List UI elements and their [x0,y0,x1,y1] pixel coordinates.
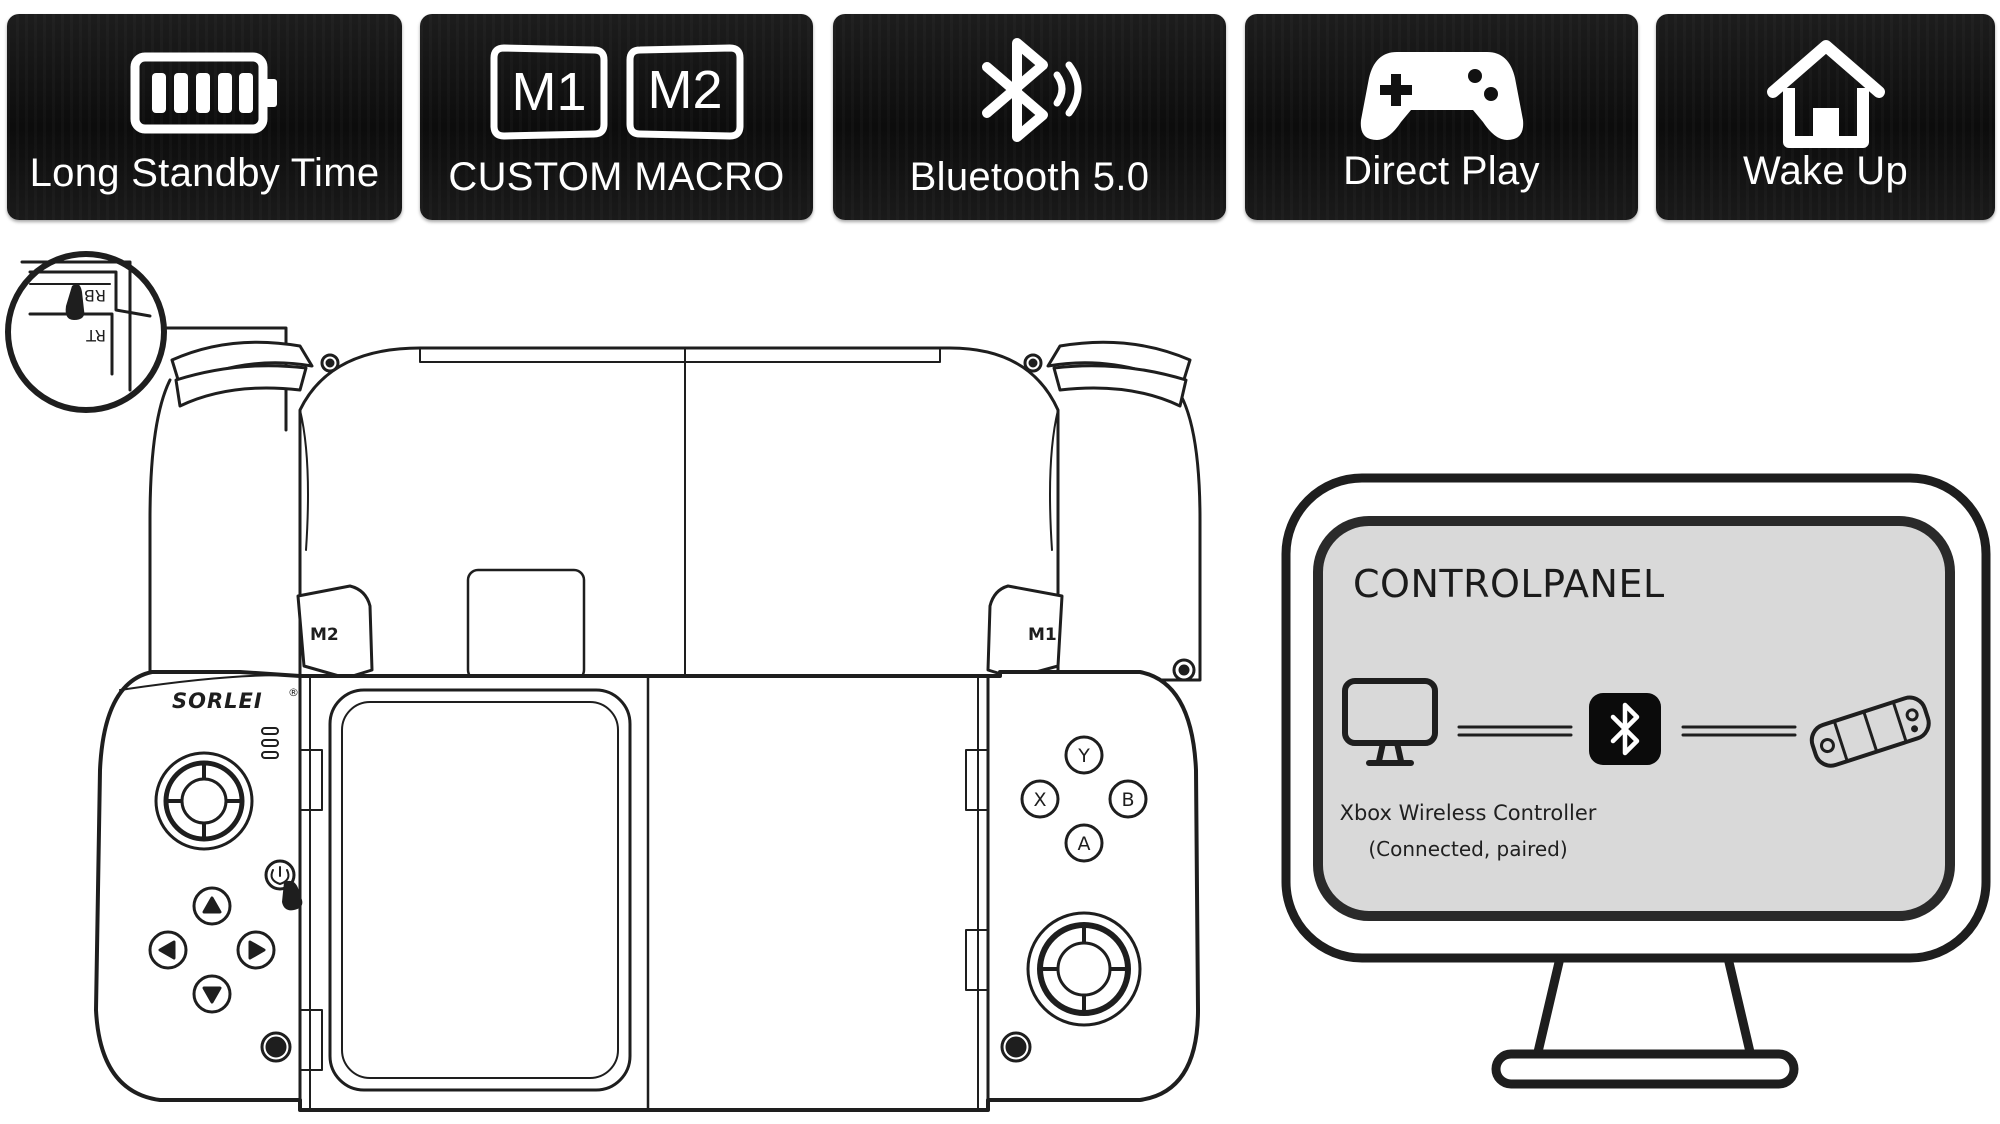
button-x: X [1033,789,1046,811]
button-b: B [1121,789,1134,811]
feature-tile-standby: Long Standby Time [7,14,402,220]
m2-label: M2 [310,625,339,645]
power-button [264,859,303,911]
right-shoulder-trigger [1046,340,1192,408]
macro-keys-icon: M1 M2 [420,34,813,152]
zoom-label-rt: RT [86,326,106,345]
home-icon [1656,34,1995,152]
controller-illustration: RB RT M2 [0,250,1240,1119]
button-y: Y [1077,745,1090,767]
registered-mark: ® [288,686,299,699]
feature-tiles: Long Standby Time M1 M2 CUSTOM MACRO Blu… [0,0,2000,240]
connector-line-left [1457,725,1573,737]
right-joystick [1026,911,1142,1027]
feature-tile-direct-play: Direct Play [1245,14,1638,220]
controller-front-body [94,670,1200,1112]
d-pad [148,886,276,1014]
feature-label: Long Standby Time [29,151,380,195]
controller-rear-body [148,346,1202,682]
pc-monitor-icon [1342,678,1438,766]
m1-back-button: M1 [986,584,1064,680]
feature-tile-wake-up: Wake Up [1656,14,1995,220]
zoom-label-rb: RB [84,286,106,305]
control-panel-title: CONTROLPANEL [1353,562,1665,606]
feature-label: Bluetooth 5.0 [909,155,1150,199]
start-button [1000,1031,1032,1063]
zoom-callout: RB RT [5,251,288,432]
connector-line-right [1681,725,1797,737]
controller-mini-icon [1809,695,1931,768]
bluetooth-icon [1589,693,1661,765]
device-status: (Connected, paired) [1368,837,1568,861]
feature-label: Wake Up [1742,149,1909,193]
left-joystick [154,751,254,851]
brand-logo: SORLEI [172,689,263,713]
control-panel-screen: CONTROLPANEL Xbox W [1313,516,1955,921]
feature-label: Direct Play [1343,149,1540,193]
button-a: A [1078,833,1091,855]
status-leds [261,727,279,759]
gamepad-icon [1245,34,1638,152]
macro-key-m2: M2 [647,60,722,120]
monitor-illustration: CONTROLPANEL Xbox W [1280,472,2000,1119]
feature-label: CUSTOM MACRO [448,155,785,199]
m2-back-button: M2 [296,584,374,680]
select-button [260,1031,292,1063]
feature-tile-bluetooth: Bluetooth 5.0 [833,14,1226,220]
battery-icon [7,34,402,152]
face-buttons: Y X B A [1020,735,1148,863]
m1-label: M1 [1028,625,1057,645]
left-shoulder-trigger [170,340,314,408]
device-name: Xbox Wireless Controller [1339,801,1597,825]
bluetooth-icon [833,34,1226,152]
feature-tile-macro: M1 M2 CUSTOM MACRO [420,14,813,220]
macro-key-m1: M1 [511,62,586,122]
